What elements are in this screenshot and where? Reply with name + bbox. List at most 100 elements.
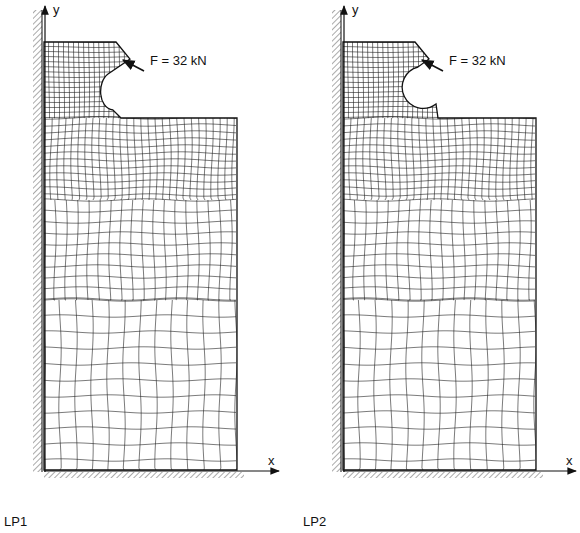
mesh-line xyxy=(54,200,56,300)
mesh-line xyxy=(44,152,236,154)
mesh-line xyxy=(197,200,199,300)
mesh-line xyxy=(474,200,476,300)
mesh-line xyxy=(44,199,236,201)
mesh-line xyxy=(218,118,220,200)
mesh-line xyxy=(139,42,140,118)
mesh-line xyxy=(169,118,171,200)
mesh-line xyxy=(430,200,432,300)
mesh-line xyxy=(218,42,220,118)
mesh-line xyxy=(343,46,535,48)
mesh-line xyxy=(343,180,535,182)
mesh-line xyxy=(343,138,535,140)
mesh-line xyxy=(384,118,386,200)
mesh-line xyxy=(397,42,399,118)
mesh-line xyxy=(528,42,529,118)
mesh-line xyxy=(448,42,449,118)
force-arrow xyxy=(422,60,443,71)
mesh-line xyxy=(343,298,535,300)
mesh-line xyxy=(517,118,519,200)
x-axis xyxy=(44,470,279,471)
mesh-line xyxy=(219,300,221,470)
mesh-line xyxy=(510,118,512,200)
mesh-line xyxy=(533,42,534,118)
mesh-line xyxy=(452,200,454,300)
mesh-line xyxy=(463,200,465,300)
mesh-line xyxy=(343,96,535,98)
mesh-line xyxy=(44,81,236,83)
mesh-line xyxy=(148,42,150,118)
mesh-line xyxy=(44,347,236,349)
mesh-line xyxy=(343,82,535,83)
mesh-line xyxy=(176,118,178,200)
mesh-line xyxy=(343,56,535,58)
mesh-line xyxy=(374,300,376,470)
mesh-line xyxy=(131,200,133,300)
mesh-line xyxy=(356,118,358,200)
mesh-line xyxy=(44,459,236,461)
mesh-line xyxy=(44,187,236,189)
mesh-line xyxy=(343,199,535,201)
mesh-line xyxy=(133,42,135,118)
force-label: F = 32 kN xyxy=(150,54,207,68)
mesh-line xyxy=(343,187,535,189)
mesh-line xyxy=(186,200,188,300)
mesh-line xyxy=(175,200,177,300)
mesh-line xyxy=(197,118,199,200)
mesh-line xyxy=(387,42,389,118)
mesh-line xyxy=(44,379,236,381)
mesh-line xyxy=(118,42,120,118)
mesh-line xyxy=(59,300,61,470)
mesh-line xyxy=(352,42,354,118)
mesh-line xyxy=(343,173,535,175)
mesh-line xyxy=(422,300,424,470)
mesh-line xyxy=(204,118,206,200)
mesh-line xyxy=(503,118,505,200)
mesh-line xyxy=(363,118,365,200)
mesh-line xyxy=(485,200,487,300)
mesh-line xyxy=(44,194,236,196)
mesh-line xyxy=(518,300,520,470)
mesh-line xyxy=(343,221,535,223)
mesh-line xyxy=(343,87,535,88)
mesh xyxy=(342,42,536,470)
mesh-line xyxy=(370,118,372,200)
mesh-line xyxy=(44,106,236,108)
mesh-line xyxy=(92,118,94,200)
mesh-line xyxy=(343,111,535,113)
mesh xyxy=(43,42,237,471)
mesh-line xyxy=(76,200,78,300)
mesh-line xyxy=(518,200,520,300)
load-case-panel xyxy=(33,6,279,478)
mesh-line xyxy=(44,221,236,223)
mesh-line xyxy=(44,254,236,256)
mesh-line xyxy=(343,232,535,234)
mesh-line xyxy=(372,42,374,118)
mesh-line xyxy=(211,118,213,200)
mesh-line xyxy=(364,200,366,300)
mesh-line xyxy=(502,300,504,470)
force-label: F = 32 kN xyxy=(449,54,506,68)
mesh-line xyxy=(44,56,236,58)
mesh-line xyxy=(203,300,205,470)
mesh-line xyxy=(44,76,236,78)
mesh-line xyxy=(44,210,236,212)
mesh-line xyxy=(155,300,157,470)
mesh-line xyxy=(390,300,392,470)
mesh-line xyxy=(343,131,535,133)
mesh-line xyxy=(134,118,136,200)
mesh-line xyxy=(343,101,535,103)
mesh-line xyxy=(108,42,110,118)
mesh-line xyxy=(71,118,73,200)
mesh-line xyxy=(44,145,236,147)
mesh-line xyxy=(438,300,440,470)
mesh-line xyxy=(148,118,150,200)
mesh-line xyxy=(386,200,388,300)
mesh-line xyxy=(343,51,535,53)
mesh-line xyxy=(87,200,89,300)
mesh-line xyxy=(44,427,236,429)
mesh-line xyxy=(512,42,514,118)
mesh-line xyxy=(447,118,449,200)
mesh-line xyxy=(343,145,535,147)
mesh-line xyxy=(123,300,125,470)
mesh-line xyxy=(343,72,535,73)
